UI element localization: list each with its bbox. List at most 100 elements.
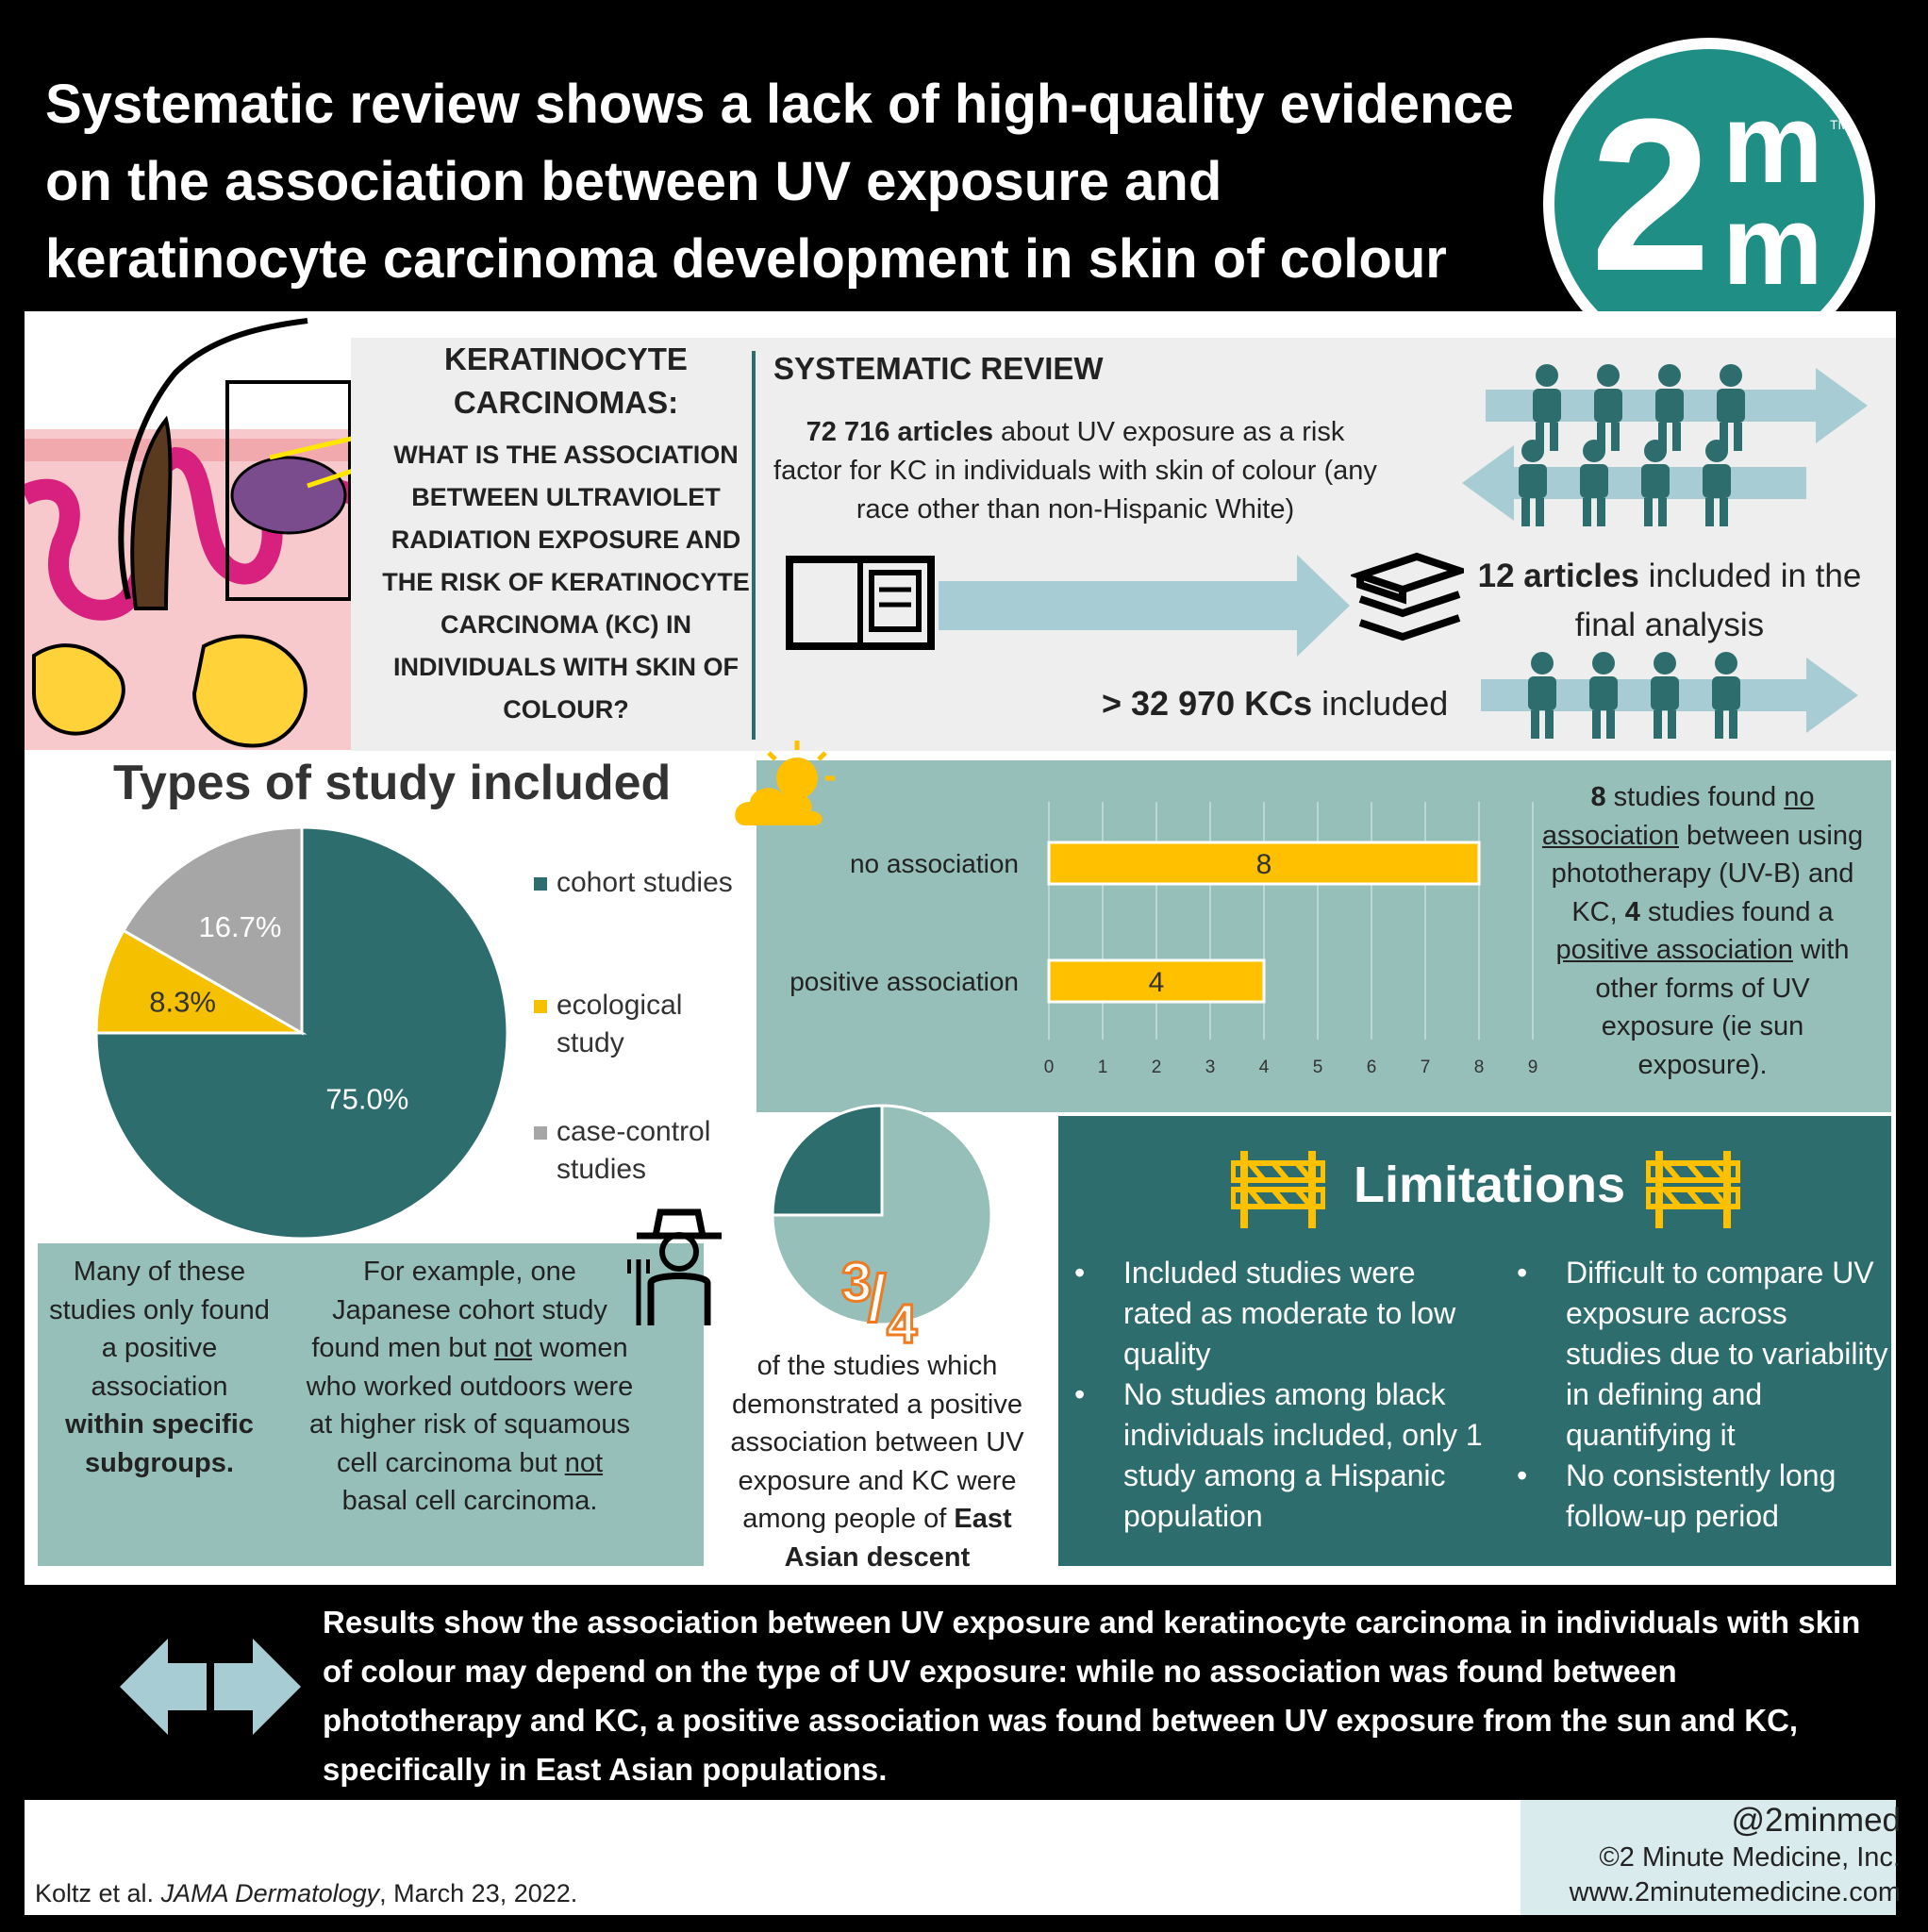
fraction-text: of the studies which demonstrated a posi… [707,1347,1047,1576]
limitations-title: Limitations [1354,1157,1626,1213]
barrier-icon-right [1646,1151,1740,1228]
subgroups-right-not-2: not [564,1447,604,1478]
x-tick-label: 7 [1421,1058,1431,1077]
summary-text-2: between using phototherapy (UV-B) and KC… [1551,820,1864,927]
x-tick-label: 3 [1205,1058,1216,1077]
sun-cloud-icon [735,741,835,825]
x-tick-label: 2 [1152,1058,1162,1077]
summary-count-2: 4 [1624,896,1640,927]
limitations-list-right: Difficult to compare UV exposure across … [1513,1253,1890,1537]
pie-data-label: 8.3% [149,985,216,1018]
citation-journal: JAMA Dermatology [160,1879,380,1907]
limitation-item: No studies among black individuals inclu… [1071,1374,1486,1537]
x-tick-label: 0 [1044,1058,1055,1077]
category-label: positive association [789,967,1019,996]
bar [1047,958,1266,1004]
legend-swatch-ecological [534,1000,547,1013]
legend-label-ecological: ecological study [557,990,683,1058]
flow-arrow [939,555,1350,657]
fraction-graphic: 3 / 4 [839,1251,943,1358]
kcs-count: > 32 970 KCs [1102,684,1313,723]
x-tick-label: 1 [1098,1058,1108,1077]
summary-underline-1: no association [1541,782,1815,851]
x-tick-label: 5 [1313,1058,1323,1077]
conclusion-text: Results show the association between UV … [323,1605,1861,1787]
east-asian-pie [771,1104,993,1326]
bar [1047,841,1481,886]
legend-label-cohort: cohort studies [557,867,733,898]
question-text: WHAT IS THE ASSOCIATION BETWEEN ULTRAVIO… [382,441,750,724]
citation-authors: Koltz et al. [35,1879,161,1907]
bar-data-label: 8 [1256,849,1272,880]
association-summary: 8 studies found no association between u… [1537,778,1868,1084]
fraction-denominator: 4 [885,1292,918,1357]
included-articles: 12 articles included in the final analys… [1471,552,1868,650]
fraction-numerator: 3 [839,1251,873,1315]
subgroups-right-text-3: basal cell carcinoma. [341,1486,598,1516]
logo-letter-bottom: m [1722,182,1823,308]
summary-text-1: studies found [1605,782,1785,812]
subgroups-panel [38,1243,704,1566]
articles-text: about UV exposure as a risk factor for K… [773,417,1377,525]
footer-credit-box[interactable] [1521,1800,1896,1915]
legend-swatch-case-control [534,1126,547,1140]
x-tick-label: 9 [1528,1058,1538,1077]
kcs-included: > 32 970 KCs included [1102,684,1448,724]
study-types-pie: 75.0%8.3%16.7% [94,825,509,1241]
summary-text-3: studies found a [1639,896,1834,927]
subgroups-right-text-2: women who worked outdoors were at higher… [306,1333,634,1478]
limitation-item: No consistently long follow-up period [1513,1456,1890,1537]
fraction-slash: / [866,1260,888,1337]
review-articles: 72 716 articles about UV exposure as a r… [773,413,1377,529]
limitation-item: Difficult to compare UV exposure across … [1513,1253,1890,1456]
included-count: 12 articles [1477,558,1639,594]
x-tick-label: 4 [1259,1058,1270,1077]
bar-data-label: 4 [1149,967,1165,998]
pie-slice [94,928,307,1035]
fraction-text-main: of the studies which demonstrated a posi… [730,1351,1024,1534]
fraction-text-bold: East Asian descent [784,1504,1012,1573]
book-icon [786,556,935,650]
x-tick-label: 6 [1367,1058,1377,1077]
logo-badge: 2 m m TM [1554,49,1864,358]
subgroups-left: Many of these studies only found a posit… [49,1253,270,1482]
limitations-list-left: Included studies were rated as moderate … [1071,1253,1486,1537]
review-heading: SYSTEMATIC REVIEW [773,351,1104,386]
included-text: included in the final analysis [1574,558,1862,643]
fraction-pie-slice [771,1104,993,1326]
subgroups-right-text-1: For example, one Japanese cohort study f… [311,1257,607,1363]
pie-title: Types of study included [113,756,672,810]
conclusion-panel [110,1585,1891,1800]
logo-letter-top: m [1722,80,1823,207]
website-link[interactable]: www.2minutemedicine.com [1569,1877,1901,1907]
legend-swatch-cohort [534,877,547,891]
divider [752,351,756,740]
logo[interactable]: 2 m m TM [1543,38,1875,370]
pie-slice [121,825,304,1036]
logo-digit: 2 [1590,74,1711,316]
bidirectional-arrows-icon [120,1639,301,1735]
kcs-text: included [1312,684,1449,723]
pie-legend: cohort studies ecological study case-con… [528,858,755,1189]
association-panel [756,760,1891,1112]
subgroups-left-text: Many of these studies only found a posit… [49,1257,270,1402]
social-handle[interactable]: @2minmed [1731,1802,1901,1839]
page-title: Systematic review shows a lack of high-q… [45,74,1514,290]
pie-data-label: 75.0% [325,1082,408,1115]
x-tick-label: 8 [1474,1058,1485,1077]
books-stack-icon [1351,552,1464,641]
question-heading: KERATINOCYTE CARCINOMAS: [444,341,688,420]
subgroups-right-not-1: not [493,1333,533,1363]
barrier-icon-left [1231,1151,1325,1228]
question-block: KERATINOCYTE CARCINOMAS: WHAT IS THE ASS… [382,338,750,731]
articles-count: 72 716 articles [806,417,993,447]
limitation-item: Included studies were rated as moderate … [1071,1253,1486,1374]
citation-date: , March 23, 2022. [379,1879,578,1907]
trademark-mark: TM [1830,117,1850,132]
farmer-icon [627,1208,722,1325]
summary-underline-2: positive association [1555,935,1793,965]
legend-label-case-control: case-control studies [557,1116,711,1185]
summary-text-4: with other forms of UV exposure (ie sun … [1595,935,1850,1080]
